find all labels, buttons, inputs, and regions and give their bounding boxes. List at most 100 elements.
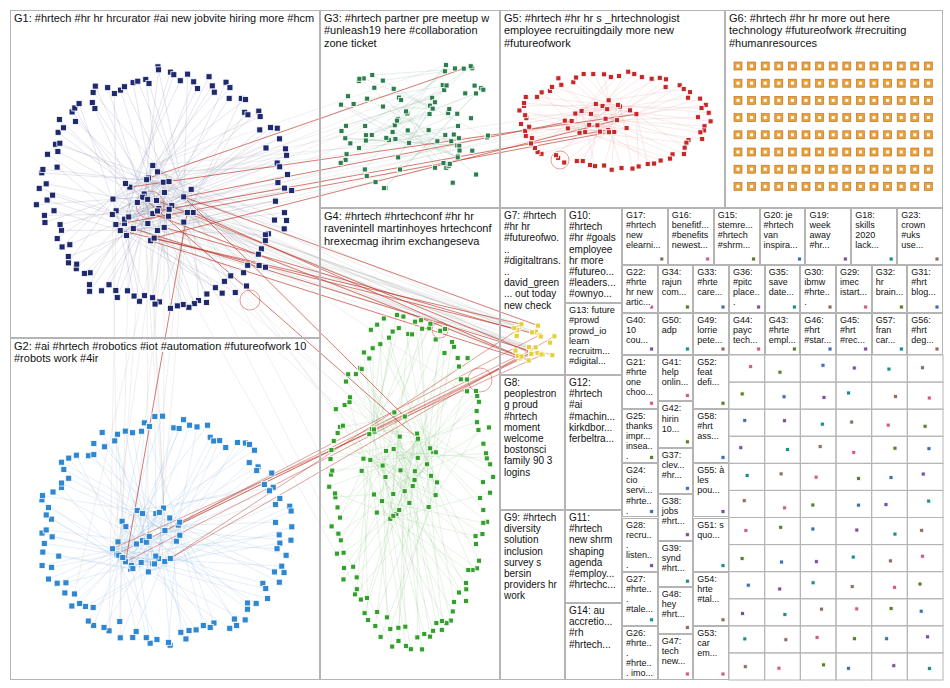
- group-label: G47: tech new...: [662, 636, 686, 666]
- network-vertex: [123, 232, 129, 238]
- network-vertex: [456, 136, 461, 141]
- network-vertex: [897, 79, 905, 87]
- highlight-ring: [432, 322, 448, 338]
- network-vertex: [44, 197, 50, 203]
- group-label: G18: skills 2020 lack...: [855, 210, 879, 250]
- group-panel: G42: hirin 10...: [658, 401, 694, 447]
- network-vertex: [253, 600, 259, 606]
- group-label: G37: clev... #hr...: [662, 450, 685, 480]
- network-vertex: [832, 99, 835, 102]
- label-wrap: G54: hrte #tal...: [694, 573, 728, 604]
- group-label: G44: payc tech...: [733, 315, 758, 345]
- network-vertex: [443, 326, 448, 331]
- network-vertex: [407, 140, 412, 145]
- network-vertex: [886, 99, 889, 102]
- network-edge: [49, 531, 165, 579]
- network-edge: [53, 492, 142, 541]
- network-vertex: [685, 305, 689, 309]
- network-vertex: [185, 71, 191, 77]
- network-vertex: [433, 337, 438, 342]
- network-edge: [147, 542, 277, 549]
- group-panel: G31: #hrt blog...: [907, 265, 943, 313]
- tiny-group-cell: [729, 463, 765, 490]
- network-vertex: [72, 118, 78, 124]
- network-vertex: [481, 507, 486, 512]
- group-panel: G53: car em...: [693, 626, 729, 680]
- tiny-group-cell: [836, 355, 872, 382]
- network-vertex: [177, 519, 183, 525]
- network-vertex: [65, 254, 71, 260]
- group-panel: G46: #hrt #star...: [800, 313, 836, 355]
- network-vertex: [856, 165, 864, 173]
- tiny-group-cell: [872, 382, 908, 409]
- network-vertex: [761, 96, 769, 104]
- network-vertex: [587, 162, 592, 167]
- network-vertex: [36, 185, 42, 191]
- network-edge: [389, 66, 471, 140]
- network-vertex: [76, 101, 82, 107]
- network-vertex: [439, 627, 444, 632]
- network-vertex: [748, 79, 756, 87]
- label-wrap: G7: #hrtech #hr hr #futureofwo... #digit…: [501, 209, 564, 311]
- network-vertex: [472, 83, 477, 88]
- network-vertex: [488, 462, 493, 467]
- network-vertex: [788, 79, 796, 87]
- tiny-group-cell: [907, 463, 943, 490]
- network-vertex: [737, 151, 740, 154]
- network-vertex: [255, 251, 261, 257]
- network-vertex: [399, 97, 404, 102]
- network-vertex: [187, 422, 193, 428]
- network-vertex: [289, 524, 295, 530]
- network-vertex: [737, 168, 740, 171]
- network-vertex: [845, 82, 848, 85]
- network-vertex: [602, 163, 607, 168]
- network-vertex: [483, 451, 488, 456]
- network-edge: [367, 99, 458, 145]
- network-vertex: [396, 638, 401, 643]
- tiny-group-cell: [836, 518, 872, 545]
- network-vertex: [775, 148, 783, 156]
- group-label: G57: fran car...: [876, 315, 896, 345]
- network-vertex: [39, 563, 45, 569]
- network-vertex: [920, 554, 924, 558]
- network-edge: [591, 74, 634, 114]
- tiny-group-cell: [800, 572, 836, 599]
- network-edge: [74, 182, 169, 594]
- network-vertex: [415, 431, 420, 436]
- group-panel: G1: #hrtech #hr hr hrcurator #ai new job…: [10, 10, 320, 338]
- network-vertex: [886, 151, 889, 154]
- network-vertex: [573, 111, 578, 116]
- label-wrap: G5: #hrtech #hr hr s _hrtechnologist emp…: [501, 11, 724, 49]
- network-vertex: [481, 441, 486, 446]
- network-vertex: [698, 130, 703, 135]
- network-edge: [344, 516, 394, 553]
- network-edge: [124, 87, 169, 182]
- network-edge: [90, 182, 169, 292]
- group-panel: G52: feat defi...: [693, 355, 729, 409]
- network-vertex: [593, 101, 598, 106]
- network-vertex: [816, 165, 824, 173]
- network-vertex: [43, 512, 49, 518]
- network-vertex: [873, 65, 876, 68]
- network-vertex: [444, 83, 449, 88]
- group-label: G39: synd #hrt...: [662, 543, 685, 573]
- network-vertex: [330, 468, 335, 473]
- tiny-group-cell: [872, 409, 908, 436]
- group-panel: G40: 10 cou...: [622, 313, 658, 355]
- group-panel: G18: skills 2020 lack...: [851, 208, 897, 265]
- network-vertex: [327, 484, 332, 489]
- network-vertex: [484, 456, 489, 461]
- network-vertex: [603, 116, 608, 121]
- network-vertex: [73, 452, 79, 458]
- highlight-ring: [240, 290, 260, 310]
- group-panel: G32: hr brain...: [872, 265, 908, 313]
- network-vertex: [743, 637, 747, 641]
- network-vertex: [814, 475, 818, 479]
- network-vertex: [130, 430, 136, 436]
- network-edge: [112, 549, 229, 628]
- network-vertex: [223, 445, 229, 451]
- network-vertex: [372, 85, 377, 90]
- network-vertex: [277, 540, 283, 546]
- network-vertex: [354, 575, 359, 580]
- network-vertex: [447, 107, 452, 112]
